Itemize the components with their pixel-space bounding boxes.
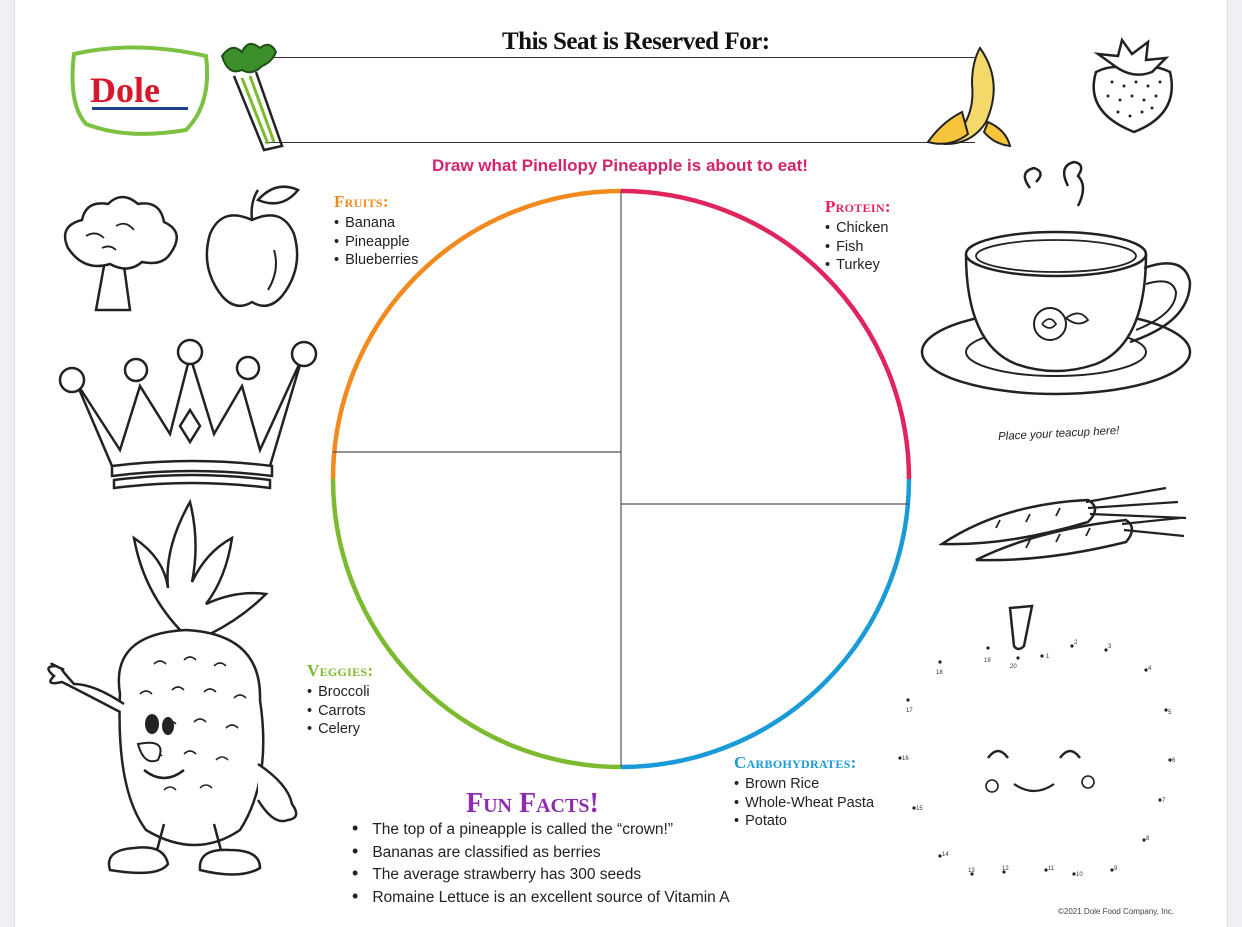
protein-items: Chicken Fish Turkey <box>825 219 891 275</box>
carbohydrates-list: Carbohydrates: Brown Rice Whole-Wheat Pa… <box>734 753 874 831</box>
plate-circle[interactable] <box>330 188 912 770</box>
dot-to-dot-puzzle[interactable]: 1 2 3 4 5 6 7 8 9 10 11 12 13 14 15 16 1… <box>898 600 1190 890</box>
dot-label: 1 <box>1046 654 1050 660</box>
plate-arc-veggies <box>330 478 622 770</box>
list-item: Banana <box>334 214 418 233</box>
veggies-title: Veggies: <box>307 661 374 680</box>
dot-label: 8 <box>1146 836 1150 842</box>
drawing-prompt: Draw what Pinellopy Pineapple is about t… <box>432 156 808 175</box>
dot-label: 5 <box>1168 710 1172 716</box>
dot-label: 11 <box>1048 866 1055 872</box>
dot-label: 15 <box>916 806 923 812</box>
list-item: Whole-Wheat Pasta <box>734 794 874 813</box>
list-item: Romaine Lettuce is an excellent source o… <box>352 886 729 909</box>
fruits-title: Fruits: <box>334 192 389 211</box>
dot-label: 9 <box>1114 866 1118 872</box>
dot-label: 12 <box>1002 866 1009 872</box>
dot-label: 20 <box>1010 664 1017 670</box>
list-item: Blueberries <box>334 251 418 270</box>
dole-logo: Dole <box>70 45 210 136</box>
dot-label: 3 <box>1108 644 1112 650</box>
plate-arc-carbohydrates <box>620 478 912 770</box>
dot-label: 14 <box>942 852 949 858</box>
list-item: Celery <box>307 720 373 739</box>
crown-icon <box>58 338 318 490</box>
fruits-items: Banana Pineapple Blueberries <box>334 214 418 270</box>
dot-label: 7 <box>1162 798 1166 804</box>
teacup-icon[interactable] <box>918 146 1198 408</box>
pineapple-character-icon <box>47 498 298 876</box>
dot-label: 2 <box>1074 640 1078 646</box>
dot-label: 16 <box>902 756 909 762</box>
protein-list: Protein: Chicken Fish Turkey <box>825 197 891 275</box>
fun-facts-list: The top of a pineapple is called the “cr… <box>352 818 730 909</box>
veggies-items: Broccoli Carrots Celery <box>307 683 373 739</box>
name-write-area[interactable] <box>265 57 975 143</box>
plate-arc-fruits <box>330 188 622 480</box>
strawberry-icon <box>1092 37 1174 134</box>
protein-title: Protein: <box>825 197 891 216</box>
broccoli-icon <box>63 195 178 312</box>
list-item: Potato <box>734 812 874 831</box>
plate-arc-protein <box>620 188 912 480</box>
celery-icon <box>220 42 284 152</box>
dot-label: 4 <box>1148 666 1152 672</box>
carrots-icon <box>938 486 1187 562</box>
dot-label: 19 <box>984 658 991 664</box>
apple-icon <box>205 185 300 308</box>
copyright-text: ©2021 Dole Food Company, Inc. <box>1058 907 1175 916</box>
carbohydrates-items: Brown Rice Whole-Wheat Pasta Potato <box>734 775 874 831</box>
dole-logo-text: Dole <box>90 70 160 110</box>
banana-icon <box>926 46 1012 148</box>
veggies-list: Veggies: Broccoli Carrots Celery <box>307 661 373 739</box>
list-item: Carrots <box>307 702 373 721</box>
list-item: The top of a pineapple is called the “cr… <box>352 818 730 841</box>
carbohydrates-title: Carbohydrates: <box>734 753 857 772</box>
list-item: Broccoli <box>307 683 373 702</box>
dot-label: 17 <box>906 708 913 714</box>
page-title: This Seat is Reserved For: <box>502 28 770 55</box>
dot-label: 6 <box>1172 758 1176 764</box>
fruits-list: Fruits: Banana Pineapple Blueberries <box>334 192 418 270</box>
list-item: The average strawberry has 300 seeds <box>352 863 730 886</box>
fun-facts-title: Fun Facts! <box>466 788 599 819</box>
list-item: Brown Rice <box>734 775 874 794</box>
list-item: Fish <box>825 238 891 257</box>
list-item: Turkey <box>825 256 891 275</box>
dot-label: 13 <box>968 868 975 874</box>
dot-label: 18 <box>936 670 943 676</box>
list-item: Chicken <box>825 219 891 238</box>
dot-label: 10 <box>1076 872 1083 878</box>
list-item: Bananas are classified as berries <box>352 841 730 864</box>
list-item: Pineapple <box>334 233 418 252</box>
